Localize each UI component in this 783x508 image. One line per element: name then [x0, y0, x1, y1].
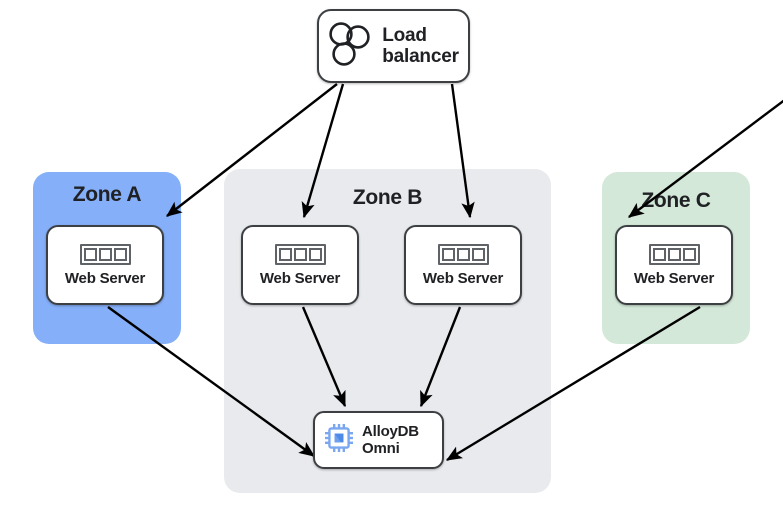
- web-server-zone-c[interactable]: Web Server: [615, 225, 733, 305]
- load-balancer-node[interactable]: Load balancer: [317, 9, 470, 83]
- web-server-label: Web Server: [422, 269, 504, 287]
- web-server-label: Web Server: [259, 269, 341, 287]
- load-balancer-label: Load balancer: [382, 24, 459, 67]
- server-rack-icon: [437, 243, 489, 265]
- zone-a-title: Zone A: [72, 183, 142, 206]
- web-server-label: Web Server: [633, 269, 715, 287]
- web-server-zone-b-1[interactable]: Web Server: [241, 225, 359, 305]
- web-server-zone-a[interactable]: Web Server: [46, 225, 164, 305]
- zone-c-title: Zone C: [641, 189, 711, 212]
- zone-b-title: Zone B: [352, 186, 423, 209]
- server-rack-icon: [274, 243, 326, 265]
- alloydb-omni-label: AlloyDB Omni: [362, 422, 419, 457]
- web-server-zone-b-2[interactable]: Web Server: [404, 225, 522, 305]
- web-server-label: Web Server: [64, 269, 146, 287]
- alloydb-omni-node[interactable]: AlloyDB Omni: [313, 411, 444, 469]
- server-rack-icon: [79, 243, 131, 265]
- three-circles-icon: [328, 21, 370, 71]
- cpu-chip-icon: [324, 423, 354, 458]
- server-rack-icon: [648, 243, 700, 265]
